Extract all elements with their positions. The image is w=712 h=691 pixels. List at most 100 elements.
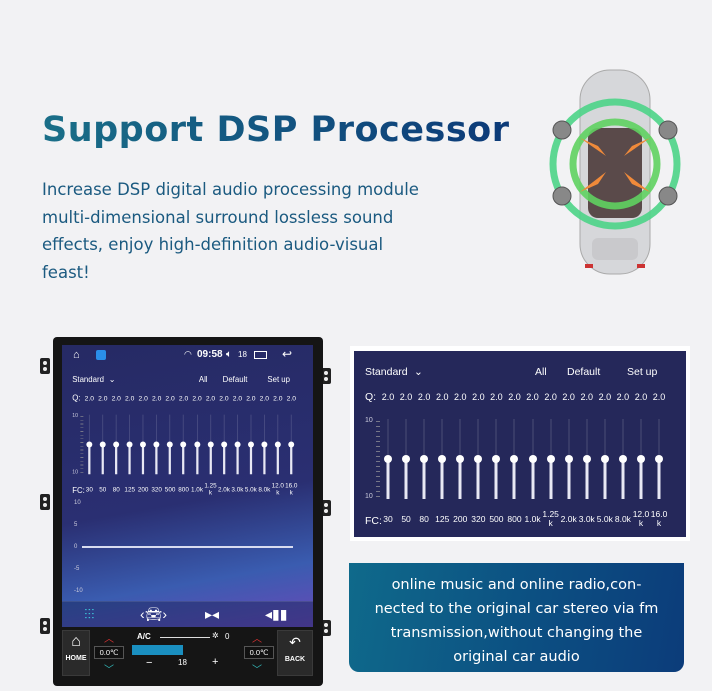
setup-button[interactable]: Set up: [267, 375, 291, 385]
q-value[interactable]: 2.0: [399, 392, 413, 402]
q-value[interactable]: 2.0: [544, 392, 557, 402]
slider-thumb[interactable]: [438, 455, 447, 463]
slider-thumb[interactable]: [510, 455, 519, 463]
preset-dropdown[interactable]: Standard: [365, 366, 408, 378]
q-value[interactable]: 2.0: [192, 394, 202, 402]
slider-thumb[interactable]: [167, 441, 174, 448]
q-value[interactable]: 2.0: [526, 392, 539, 402]
slider-thumb[interactable]: [384, 455, 392, 463]
app-icon[interactable]: [96, 350, 106, 360]
slider-thumb[interactable]: [636, 455, 645, 463]
q-value[interactable]: 2.0: [259, 394, 269, 402]
slider-thumb[interactable]: [582, 455, 591, 463]
fan-plus-button[interactable]: +: [212, 656, 219, 668]
setup-button[interactable]: Set up: [627, 366, 658, 378]
default-button[interactable]: Default: [222, 375, 248, 385]
q-value[interactable]: 2.0: [417, 392, 431, 402]
slider-thumb[interactable]: [618, 455, 627, 463]
preset-dropdown[interactable]: Standard: [72, 375, 104, 385]
left-temp-down-icon[interactable]: ﹀: [104, 665, 114, 676]
q-value[interactable]: 2.0: [490, 392, 503, 402]
dsp-tab-bar: ⫶⫶⫶ ‹🚘︎› ▸◂ ◂▮▮: [62, 601, 313, 627]
q-value[interactable]: 2.0: [286, 394, 296, 402]
slider-thumb[interactable]: [474, 455, 483, 463]
slider-thumb[interactable]: [288, 441, 295, 448]
slider-thumb[interactable]: [247, 441, 254, 448]
default-button[interactable]: Default: [567, 366, 601, 378]
slider-thumb[interactable]: [220, 441, 227, 448]
fan-minus-button[interactable]: −: [146, 657, 153, 669]
q-value[interactable]: 2.0: [178, 394, 189, 402]
back-arrow-icon[interactable]: ↩: [282, 347, 293, 361]
q-value[interactable]: 2.0: [562, 392, 575, 402]
slider-thumb[interactable]: [140, 441, 147, 448]
slider-thumb[interactable]: [528, 455, 537, 463]
slider-thumb[interactable]: [234, 441, 241, 448]
q-value[interactable]: 2.0: [84, 394, 94, 402]
right-temp-down-icon[interactable]: ﹀: [252, 665, 262, 676]
slider-thumb[interactable]: [492, 455, 501, 463]
all-button[interactable]: All: [535, 366, 547, 378]
back-button[interactable]: ↶ BACK: [277, 630, 313, 676]
q-value[interactable]: 2.0: [580, 392, 594, 402]
q-value[interactable]: 2.0: [454, 392, 467, 402]
slider-thumb[interactable]: [420, 455, 429, 463]
slider-thumb[interactable]: [655, 455, 664, 463]
home-button[interactable]: ⌂ HOME: [62, 630, 90, 676]
q-value[interactable]: 2.0: [634, 392, 648, 402]
q-value[interactable]: 2.0: [165, 394, 175, 402]
q-value[interactable]: 2.0: [232, 394, 243, 402]
slider-thumb[interactable]: [153, 441, 160, 448]
ac-label[interactable]: A/C: [137, 632, 151, 641]
volume-icon[interactable]: 🔈︎: [226, 349, 232, 360]
slider-thumb[interactable]: [600, 455, 609, 463]
bass-icon[interactable]: ◂▮▮: [265, 606, 288, 622]
slider-thumb[interactable]: [564, 455, 573, 463]
q-value[interactable]: 2.0: [381, 392, 395, 402]
q-value[interactable]: 2.0: [151, 394, 162, 402]
slider-fill: [290, 444, 293, 475]
right-temp-up-icon[interactable]: ︿: [252, 634, 262, 645]
recent-apps-icon[interactable]: [254, 351, 267, 359]
q-value[interactable]: 2.0: [98, 394, 108, 402]
q-value[interactable]: 2.0: [219, 394, 229, 402]
q-value[interactable]: 2.0: [138, 394, 148, 402]
equalizer-icon[interactable]: ⫶⫶⫶: [84, 606, 95, 622]
slider-thumb[interactable]: [402, 455, 411, 463]
balance-icon[interactable]: ▸◂: [205, 606, 220, 622]
home-outline-icon[interactable]: ⌂: [73, 349, 80, 361]
page-title: Support DSP Processor: [42, 110, 510, 150]
q-value[interactable]: 2.0: [125, 394, 135, 402]
q-value[interactable]: 2.0: [598, 392, 612, 402]
slider-thumb[interactable]: [86, 441, 93, 448]
q-value[interactable]: 2.0: [246, 394, 256, 402]
q-value[interactable]: 2.0: [273, 394, 283, 402]
slider-thumb[interactable]: [194, 441, 200, 448]
q-value[interactable]: 2.0: [652, 392, 666, 402]
slider-thumb[interactable]: [180, 441, 187, 448]
q-value[interactable]: 2.0: [616, 392, 630, 402]
slider-thumb[interactable]: [99, 441, 106, 448]
slider-fill: [263, 444, 266, 475]
q-value[interactable]: 2.0: [205, 394, 216, 402]
slider-thumb[interactable]: [274, 441, 281, 448]
left-temp-up-icon[interactable]: ︿: [104, 634, 114, 645]
slider-thumb[interactable]: [456, 455, 465, 463]
q-value[interactable]: 2.0: [472, 392, 485, 402]
q-value[interactable]: 2.0: [111, 394, 121, 402]
slider-thumb[interactable]: [113, 441, 120, 448]
caption-line: transmission,without changing the: [390, 625, 643, 641]
chevron-down-icon[interactable]: ⌄: [108, 375, 116, 385]
chevron-down-icon[interactable]: ⌄: [414, 366, 423, 378]
q-label: Q:: [365, 391, 377, 403]
slider-thumb[interactable]: [126, 441, 133, 448]
q-value[interactable]: 2.0: [435, 392, 449, 402]
car-surround-icon[interactable]: ‹🚘︎›: [140, 606, 168, 622]
mount-bracket: [321, 368, 331, 384]
slider-thumb[interactable]: [261, 441, 268, 448]
slider-thumb[interactable]: [207, 441, 214, 448]
slider-thumb[interactable]: [546, 455, 555, 463]
q-value[interactable]: 2.0: [508, 392, 521, 402]
fan-speed-bar[interactable]: [132, 645, 183, 655]
all-button[interactable]: All: [198, 375, 208, 385]
